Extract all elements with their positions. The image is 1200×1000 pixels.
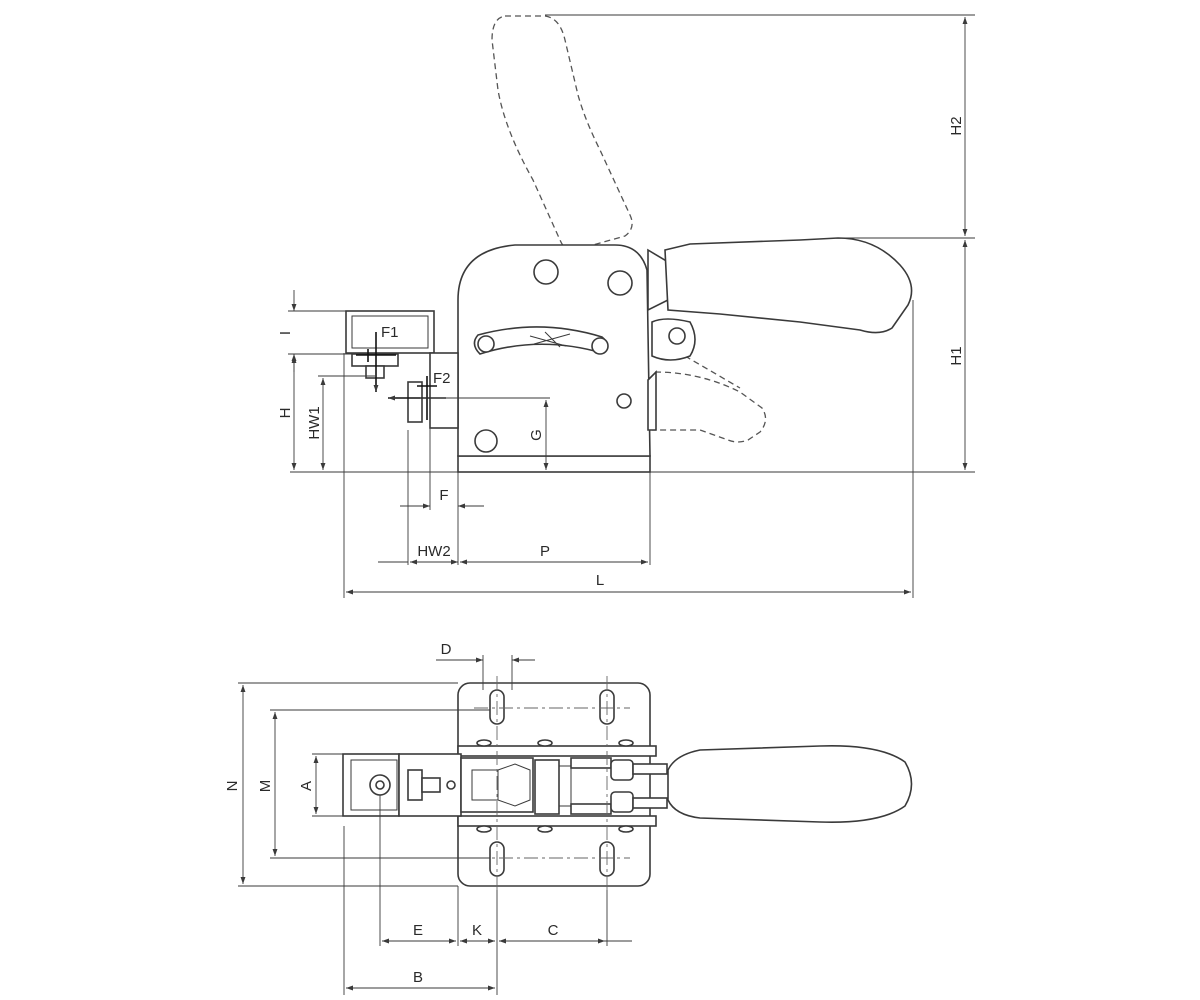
body-rail-top [457,745,657,757]
clamp-body [457,244,651,457]
label-n: N [224,781,241,792]
slot-pin-left [477,335,495,353]
label-p: P [540,543,550,560]
label-h2: H2 [948,116,965,135]
side-view: H2 H1 I H HW1 G F HW2 P L F1 F2 [277,14,975,598]
body-hole-bottom-left [474,429,498,453]
body-hole-top-left [533,259,559,285]
label-c: C [548,922,559,939]
body-pin [616,393,632,409]
force-f1-symbol [356,332,396,392]
clamp-handle-top [667,745,913,823]
side-pad [407,381,423,423]
label-hw1: HW1 [306,406,323,439]
spindle-holder [345,310,435,354]
label-b: B [413,969,423,986]
label-k: K [472,922,482,939]
link-plate [647,370,657,431]
label-d: D [441,641,452,658]
body-rail-bottom [457,815,657,827]
label-f1: F1 [381,324,399,341]
label-m: M [257,780,274,793]
pivot-top [610,759,634,781]
label-l: L [596,572,604,589]
clamp-handle [664,237,913,334]
phantom-open-handle [491,15,767,443]
label-f2: F2 [433,370,451,387]
link-block-top [534,759,560,815]
slot-pin-right [591,337,609,355]
label-h1: H1 [948,346,965,365]
spindle-pad [365,365,385,379]
label-e: E [413,922,423,939]
label-f: F [439,487,448,504]
base-plate [457,455,651,473]
pivot-bottom [610,791,634,813]
spindle-arm [429,352,459,429]
side-pad-top [407,769,423,801]
label-g: G [528,429,545,441]
label-h: H [277,408,294,419]
pivot-hole [668,327,686,345]
top-view: D N M A E K C B [224,641,913,995]
label-i: I [277,331,294,335]
body-hole-top-right [607,270,633,296]
label-hw2: HW2 [417,543,450,560]
label-a: A [298,781,315,791]
